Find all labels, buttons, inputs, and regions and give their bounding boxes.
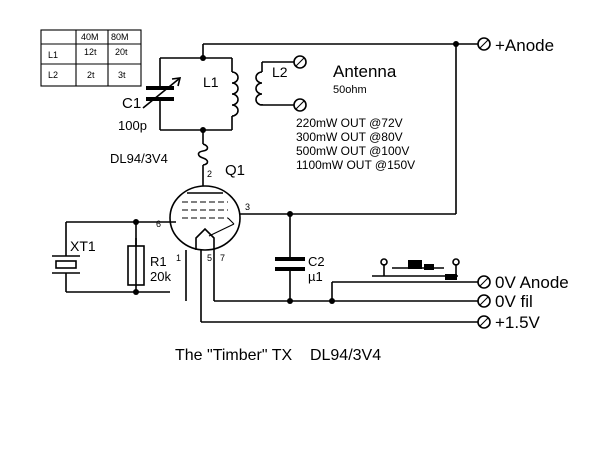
r1-label: R1 <box>150 254 167 269</box>
table-header-40m: 40M <box>81 32 99 42</box>
tank-circuit <box>142 43 478 186</box>
antenna-label: Antenna <box>333 62 397 81</box>
l2-coil <box>255 61 294 106</box>
q1-tube <box>169 185 241 251</box>
table-row-label-l2: L2 <box>48 70 58 80</box>
xt1-crystal <box>52 222 80 292</box>
pin-3-label: 3 <box>245 202 250 212</box>
zero-fil-label: 0V fil <box>495 292 533 311</box>
antenna-terminal-2[interactable] <box>293 98 307 112</box>
xt1-label: XT1 <box>70 238 96 254</box>
table-row-label-l1: L1 <box>48 50 58 60</box>
antenna-terminal-1[interactable] <box>293 55 307 69</box>
power-output-line-1: 220mW OUT @72V <box>296 116 403 130</box>
power-output-line-3: 500mW OUT @100V <box>296 144 409 158</box>
c1-value: 100p <box>118 118 147 133</box>
plus-1v5-label: +1.5V <box>495 313 541 332</box>
l1-label: L1 <box>203 74 219 90</box>
pin-1-label: 1 <box>176 253 181 263</box>
terminal-plus-1v5[interactable] <box>477 315 491 329</box>
tube-part-label: DL94/3V4 <box>110 151 168 166</box>
pin-7-label: 7 <box>220 253 225 263</box>
pin-6-label: 6 <box>156 219 161 229</box>
pin-2-label: 2 <box>207 169 212 179</box>
power-output-line-2: 300mW OUT @80V <box>296 130 403 144</box>
table-cell-l1-80m: 20t <box>115 47 128 57</box>
antenna-impedance: 50ohm <box>333 84 367 96</box>
winding-table: 40M 80M L1 12t 20t L2 2t 3t <box>40 29 142 87</box>
r1-resistor <box>127 238 145 286</box>
c1-label: C1 <box>122 95 141 112</box>
table-header-80m: 80M <box>111 32 129 42</box>
l2-label: L2 <box>272 64 288 80</box>
table-cell-l2-80m: 3t <box>118 70 126 80</box>
power-output-line-4: 1100mW OUT @150V <box>296 158 415 172</box>
morse-key[interactable] <box>331 258 478 301</box>
zero-anode-label: 0V Anode <box>495 273 569 292</box>
l1-coil <box>231 58 239 130</box>
terminal-zero-anode[interactable] <box>477 275 491 289</box>
c2-value: µ1 <box>308 269 323 284</box>
terminal-plus-anode[interactable] <box>477 37 491 51</box>
c2-label: C2 <box>308 254 325 269</box>
q1-label: Q1 <box>225 162 245 179</box>
table-cell-l2-40m: 2t <box>87 70 95 80</box>
diagram-caption: The "Timber" TX DL94/3V4 <box>175 347 381 364</box>
plus-anode-label: +Anode <box>495 36 554 55</box>
c2-capacitor <box>275 214 305 301</box>
pin-5-label: 5 <box>207 253 212 263</box>
terminal-zero-fil[interactable] <box>477 294 491 308</box>
table-cell-l1-40m: 12t <box>84 47 97 57</box>
r1-value: 20k <box>150 269 171 284</box>
c1-variable-capacitor <box>142 58 182 130</box>
